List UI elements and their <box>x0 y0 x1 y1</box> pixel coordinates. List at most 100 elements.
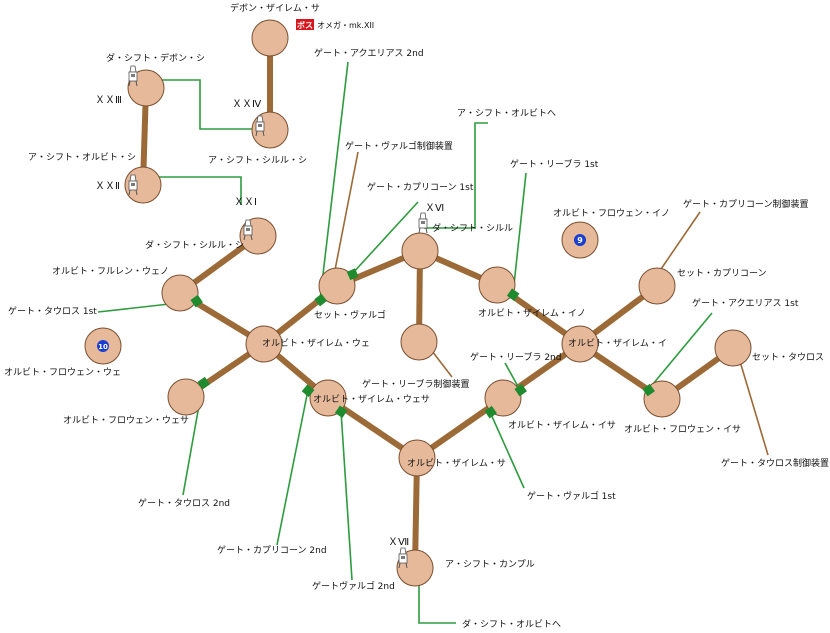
label-set-virgo: セット・ヴァルゴ <box>314 309 386 321</box>
label-gate-virgo-device: ゲート・ヴァルゴ制御装置 <box>345 140 453 152</box>
gate-marker-aquarius-1st[interactable] <box>642 383 655 397</box>
label-gate-libra-device: ゲート・リーブラ制御装置 <box>362 378 469 390</box>
node-devon-zairem-sa[interactable] <box>251 19 289 57</box>
badge-10: 10 <box>97 340 109 352</box>
label-orbit-zairem-i: オルビト・ザイレム・イ <box>568 338 667 349</box>
label-gate-libra-2nd: ゲート・リーブラ 2nd <box>470 351 561 363</box>
warp-line-devon-to-shiruru <box>146 79 262 130</box>
robot-icon-xxii <box>128 174 138 196</box>
label-orbit-zairem-ino: オルビト・ザイレム・イノ <box>478 308 586 319</box>
line-xvi-to-a-orbit-he <box>424 122 488 229</box>
label-da-shift-shiruru-shi: ダ・シフト・シルル・シ <box>145 239 244 251</box>
label-gate-capricorn-device: ゲート・カプリコーン制御装置 <box>683 198 809 210</box>
warp-line-orbit-to-da-shiruru <box>143 176 242 205</box>
node-orbit-zairem-isa[interactable] <box>484 379 522 417</box>
node-orbit-zairem-sa[interactable] <box>398 439 436 477</box>
label-orbit-zairem-we: オルビト・ザイレム・ウェ <box>262 338 370 349</box>
label-gate-capricorn-1st: ゲート・カプリコーン 1st <box>367 181 474 193</box>
line-aquarius-1st <box>647 312 713 391</box>
label-set-capricorn: セット・カプリコーン <box>677 268 767 279</box>
label-xxiv: ＸＸⅣ <box>232 99 262 110</box>
gate-marker-aquarius-2nd[interactable] <box>314 293 328 307</box>
gate-marker-taurus-1st[interactable] <box>190 294 203 308</box>
label-gate-virgo-2nd: ゲートヴァルゴ 2nd <box>312 580 395 592</box>
gate-marker-libra-2nd[interactable] <box>514 383 527 397</box>
label-a-shift-shiruru-shi: ア・シフト・シルル・シ <box>208 156 307 166</box>
line-capricorn-1st <box>351 201 419 275</box>
label-orbit-zairem-wesa: オルビト・ザイレム・ウェサ <box>313 394 430 405</box>
label-devon-zairem-sa: デボン・ザイレム・サ <box>230 2 320 14</box>
label-da-shift-orbit-he: ダ・シフト・オルビトへ <box>462 618 561 630</box>
node-orbit-zairem-wesa[interactable] <box>309 379 347 417</box>
label-da-shift-shiruru: ダ・シフト・シルル <box>432 222 513 234</box>
boss-tag: ボス オメガ・mk.XII <box>296 19 374 30</box>
label-orbit-zairem-isa: オルビト・ザイレム・イサ <box>508 420 616 431</box>
label-a-shift-orbit-he: ア・シフト・オルビトへ <box>457 108 556 119</box>
gate-marker-virgo-2nd[interactable] <box>334 405 348 418</box>
line-capricorn-2nd <box>276 389 309 546</box>
label-gate-taurus-2nd: ゲート・タウロス 2nd <box>138 497 230 509</box>
line-xvii-to-da-orbit-he <box>418 578 456 624</box>
label-xxii: ＸＸⅡ <box>95 181 120 192</box>
label-gate-aquarius-1st: ゲート・アクエリアス 1st <box>692 297 799 309</box>
label-orbit-frouen-wesa: オルビト・フロウェン・ウェサ <box>63 415 189 426</box>
line-virgo-device <box>334 151 359 271</box>
label-gate-taurus-device: ゲート・タウロス制御装置 <box>721 457 829 469</box>
label-orbit-zairem-sa: オルビト・ザイレム・サ <box>407 458 506 469</box>
badge-9: 9 <box>574 234 586 246</box>
robot-icon-xxiv <box>255 115 265 137</box>
label-gate-taurus-1st: ゲート・タウロス 1st <box>8 305 97 317</box>
badge-9-text: 9 <box>577 236 583 245</box>
robot-icon-xxi <box>243 219 253 241</box>
gate-markers <box>190 268 655 419</box>
badge-10-text: 10 <box>98 343 108 351</box>
node-orbit-fururen-weno[interactable] <box>161 274 199 312</box>
node-set-capricorn[interactable] <box>638 267 676 305</box>
corridors <box>140 35 736 571</box>
gate-marker-capricorn-1st[interactable] <box>346 268 359 281</box>
robot-icon-xxiii <box>128 65 138 87</box>
line-libra-device <box>431 350 453 378</box>
gate-marker-taurus-2nd[interactable] <box>197 376 210 390</box>
gate-marker-virgo-1st[interactable] <box>484 405 497 419</box>
label-xxiii: ＸＸⅢ <box>95 95 122 106</box>
label-a-shift-orbit-shi: ア・シフト・オルビト・シ <box>28 152 136 163</box>
device-lines <box>334 151 769 456</box>
label-a-shift-canpur: ア・シフト・カンプル <box>445 559 535 570</box>
node-orbit-frouen-wesa[interactable] <box>167 378 205 416</box>
node-set-virgo[interactable] <box>318 267 356 305</box>
badge-10-circle <box>97 340 109 352</box>
node-orbit-zairem-ino[interactable] <box>478 266 516 304</box>
line-libra-1st <box>512 172 527 295</box>
label-gate-aquarius-2nd: ゲート・アクエリアス 2nd <box>314 47 424 59</box>
gate-marker-capricorn-2nd[interactable] <box>301 384 315 398</box>
node-orbit-zairem-i[interactable] <box>561 325 599 363</box>
boss-tag-text: ボス <box>297 20 313 30</box>
line-virgo-2nd <box>340 410 353 581</box>
line-aquarius-2nd <box>319 61 349 301</box>
node-orbit-zairem-we[interactable] <box>245 325 283 363</box>
line-taurus-device <box>738 357 769 456</box>
label-gate-virgo-1st: ゲート・ヴァルゴ 1st <box>527 490 616 502</box>
label-gate-libra-1st: ゲート・リーブラ 1st <box>510 158 599 170</box>
node-set-taurus[interactable] <box>714 329 752 367</box>
gate-marker-libra-1st[interactable] <box>506 288 520 301</box>
boss-tag-box <box>296 19 314 30</box>
label-xxi: ＸＸⅠ <box>234 197 257 208</box>
label-orbit-frouen-ino: オルビト・フロウェン・イノ <box>553 208 670 219</box>
node-gate-libra-device[interactable] <box>400 323 438 361</box>
label-da-shift-devon: ダ・シフト・デボン・シ <box>106 52 205 64</box>
label-xvii: ＸⅦ <box>388 537 409 548</box>
line-virgo-1st <box>489 411 525 489</box>
line-libra-2nd <box>504 362 521 391</box>
label-orbit-frouen-isa: オルビト・フロウェン・イサ <box>624 424 741 435</box>
label-gate-capricorn-2nd: ゲート・カプリコーン 2nd <box>217 544 327 556</box>
label-set-taurus: セット・タウロス <box>752 352 824 363</box>
boss-name-text: オメガ・mk.XII <box>317 20 374 30</box>
node-da-shift-shiruru[interactable] <box>401 232 439 270</box>
robot-icon-xvii <box>398 547 408 569</box>
badge-9-circle <box>574 234 586 246</box>
line-capricorn-device <box>658 211 701 273</box>
